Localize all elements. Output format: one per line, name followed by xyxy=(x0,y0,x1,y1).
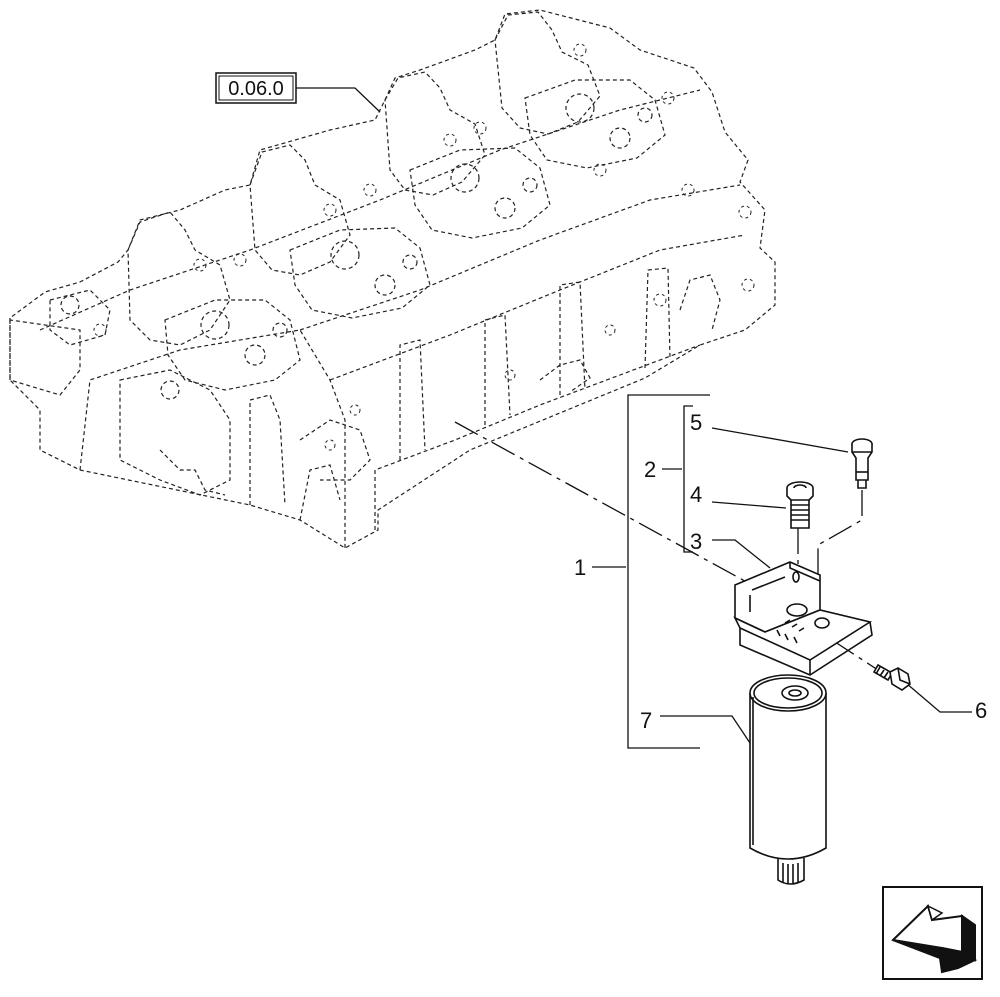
reference-box-label: 0.06.0 xyxy=(228,78,284,100)
leader-5 xyxy=(711,427,849,453)
cylinder-head-outline xyxy=(9,9,776,549)
callout-4: 4 xyxy=(690,482,702,507)
reference-leader xyxy=(296,87,381,113)
group-bracket-1 xyxy=(627,394,710,749)
group-bracket-2 xyxy=(683,405,693,553)
leader-4 xyxy=(711,501,787,509)
callout-3: 3 xyxy=(690,529,702,554)
mounting-centerline xyxy=(454,421,753,586)
fitting-part-5[interactable] xyxy=(851,438,873,489)
reference-box[interactable]: 0.06.0 xyxy=(215,72,297,104)
callout-5: 5 xyxy=(690,410,702,435)
leader-3 xyxy=(712,539,771,569)
filter-cartridge-part-7[interactable] xyxy=(749,674,827,885)
fitting-5-centerline xyxy=(817,490,863,610)
fitting-part-4[interactable] xyxy=(786,481,814,529)
callout-1: 1 xyxy=(574,555,586,580)
bracket-part-3[interactable] xyxy=(733,561,873,676)
callout-2: 2 xyxy=(644,457,656,482)
arrow-previous-icon[interactable] xyxy=(882,886,983,980)
bolt-6-centerline xyxy=(831,639,879,671)
leader-6 xyxy=(905,682,972,713)
leader-7 xyxy=(660,715,757,753)
callout-6: 6 xyxy=(975,698,987,723)
callout-7: 7 xyxy=(640,708,652,733)
bolt-part-6[interactable] xyxy=(872,663,911,691)
